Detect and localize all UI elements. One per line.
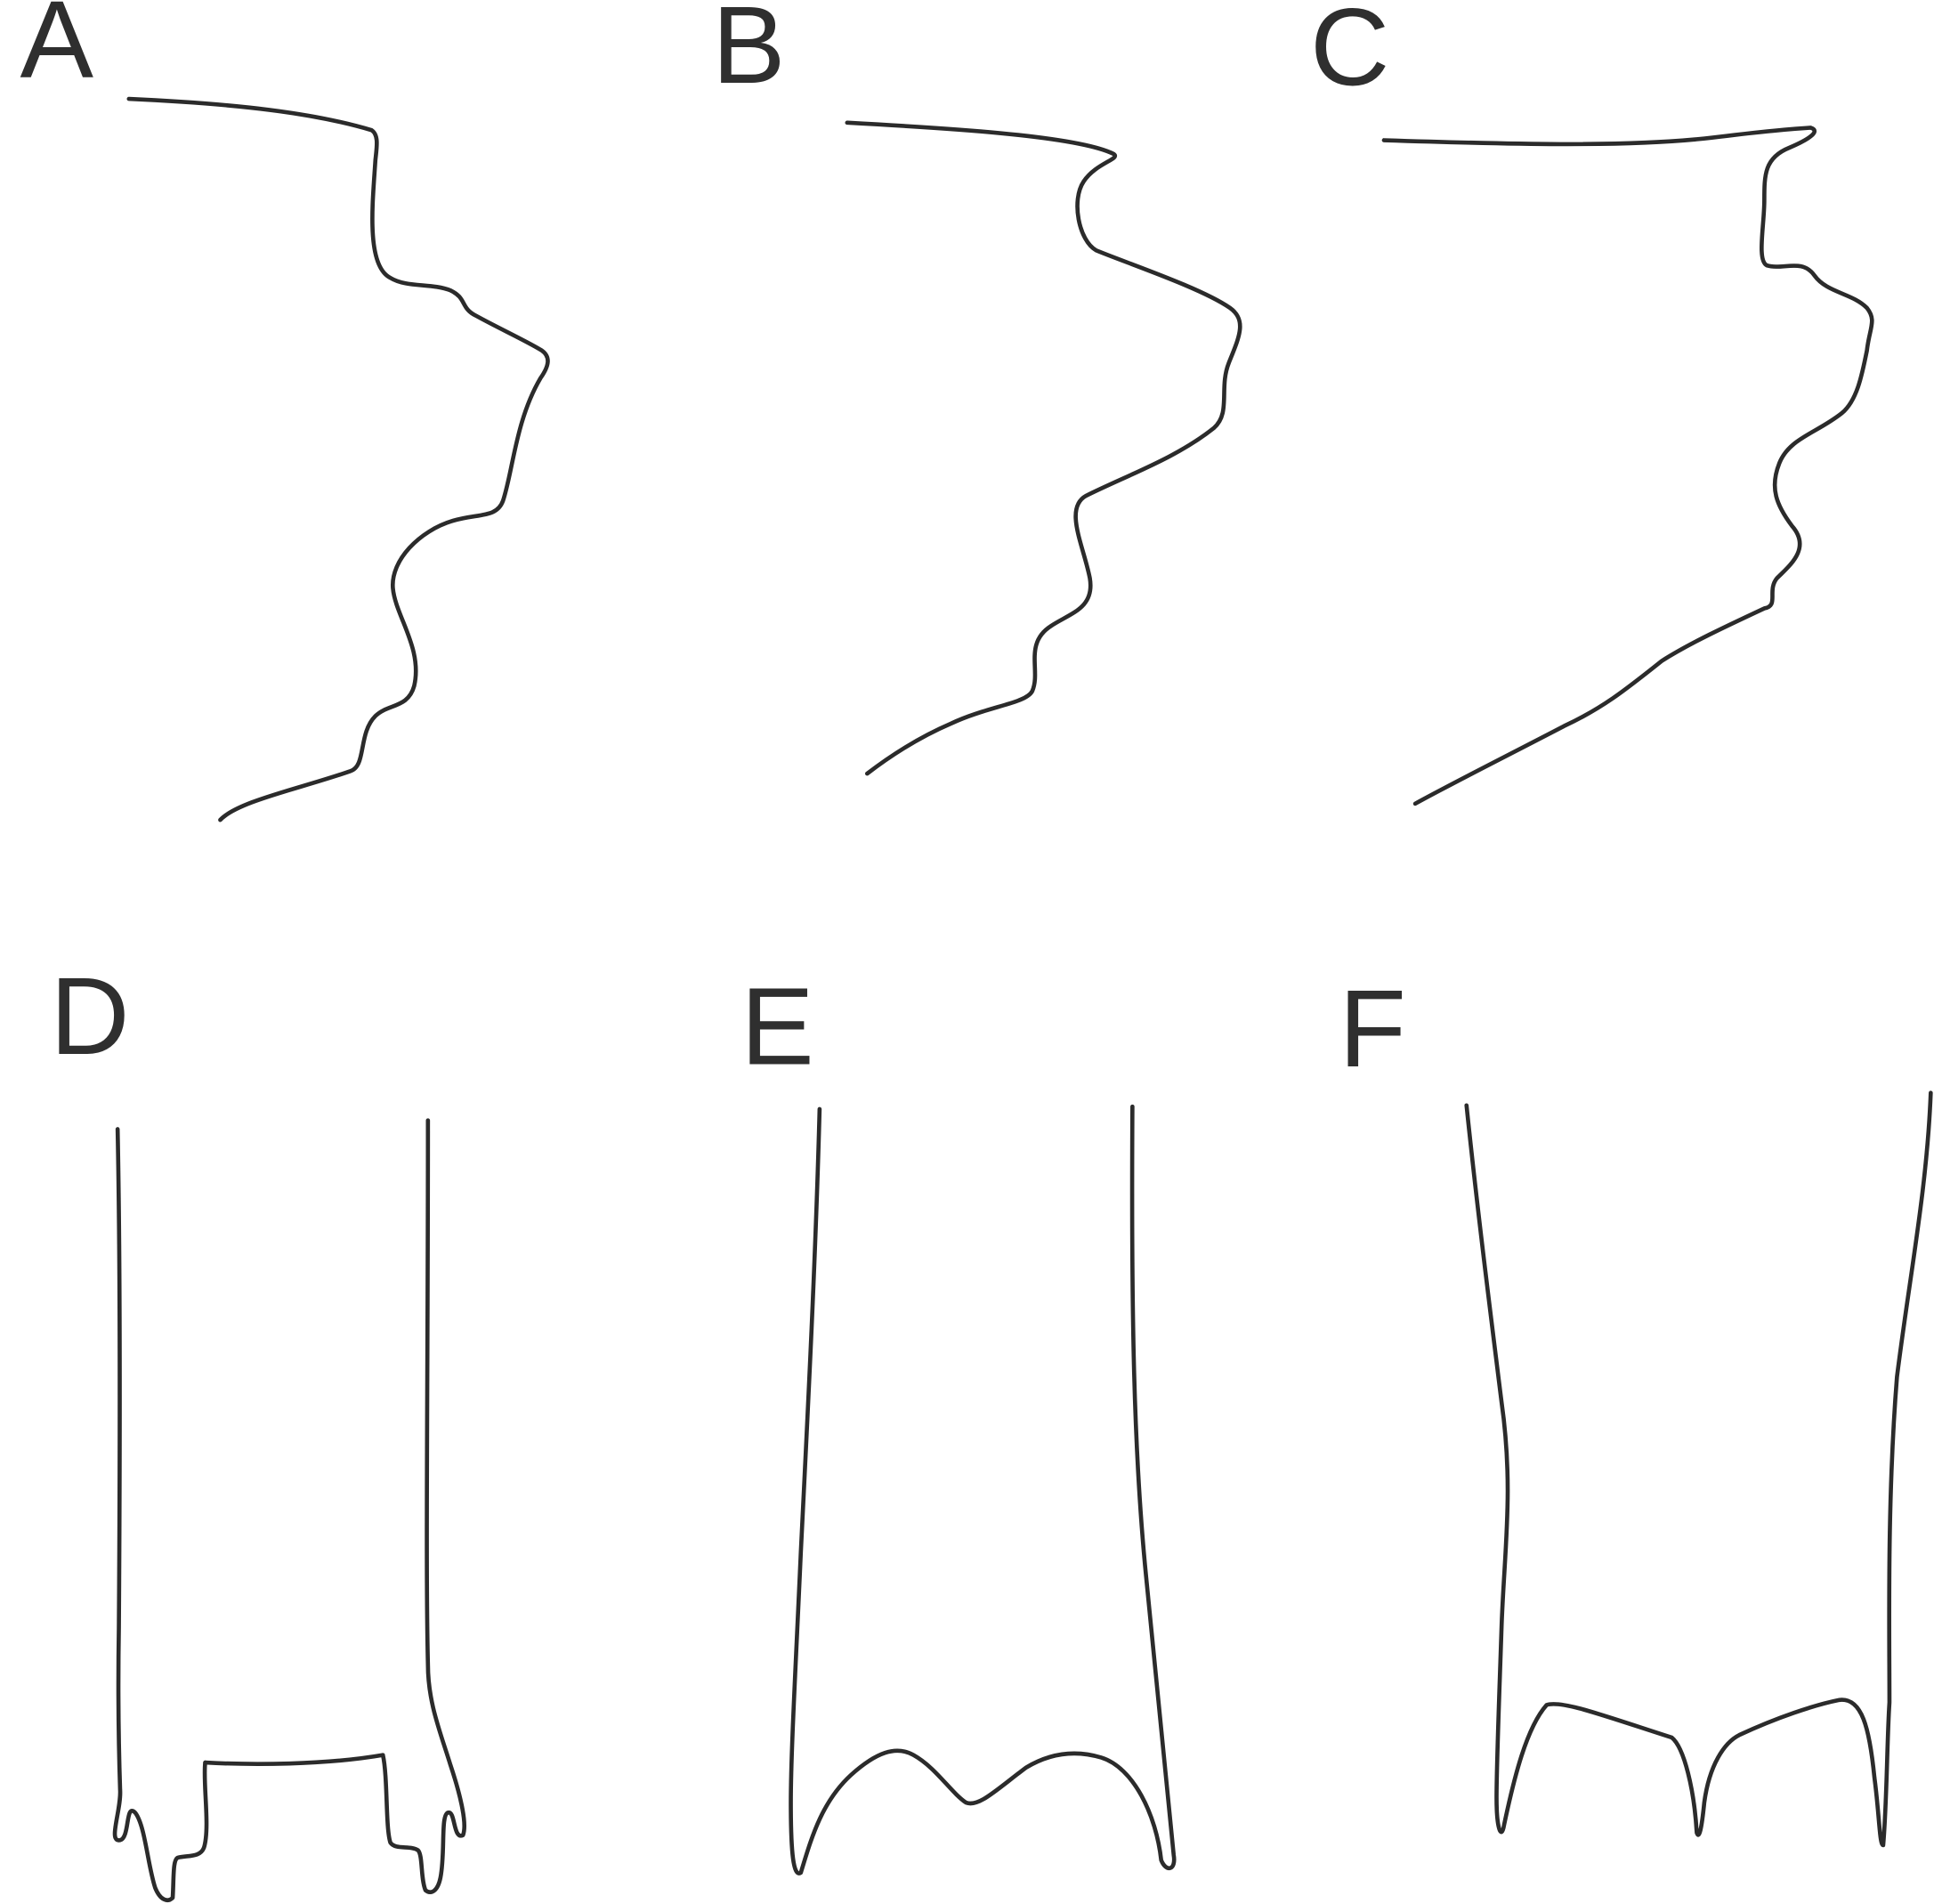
panel-f-label: F bbox=[1339, 968, 1406, 1090]
panel-c-label: C bbox=[1310, 0, 1389, 109]
panel-a-label: A bbox=[20, 0, 93, 101]
panel-d: D bbox=[50, 955, 467, 1902]
panel-b: B bbox=[712, 0, 1242, 776]
panel-d-outline-left bbox=[112, 1127, 209, 1902]
panel-a-outline bbox=[126, 96, 550, 822]
panel-b-outline bbox=[845, 120, 1242, 776]
panel-c-outline bbox=[1381, 126, 1874, 806]
panel-d-label: D bbox=[50, 955, 129, 1078]
panel-e-outline bbox=[789, 1104, 1177, 1876]
panel-d-outline-right bbox=[380, 1118, 467, 1894]
panel-e: E bbox=[740, 965, 1177, 1876]
panel-b-label: B bbox=[712, 0, 786, 107]
panel-d-outline-base bbox=[203, 1753, 385, 1766]
panel-a: A bbox=[20, 0, 550, 822]
panel-f: F bbox=[1339, 968, 1933, 1848]
panel-c: C bbox=[1310, 0, 1874, 806]
panel-e-label: E bbox=[740, 965, 814, 1088]
panel-f-outline bbox=[1464, 1090, 1933, 1848]
